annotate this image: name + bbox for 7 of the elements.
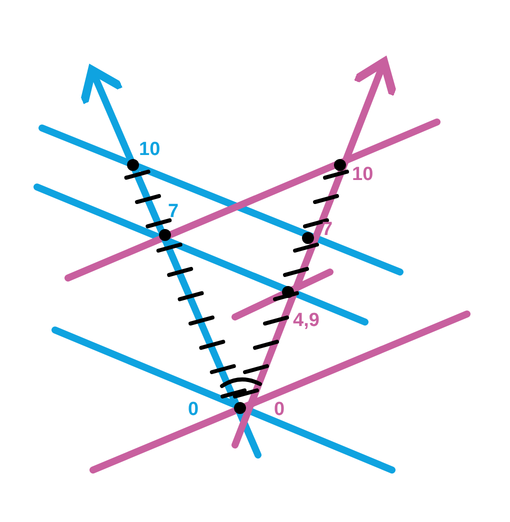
scale-number: 10: [139, 140, 160, 160]
scale-number: 0: [188, 400, 199, 420]
scale-number: 10: [352, 165, 374, 185]
scale-number: 7: [168, 202, 179, 222]
scale-number: 4,9: [293, 311, 320, 331]
scale-number: 0: [274, 400, 285, 420]
scale-number: 7: [322, 220, 333, 240]
